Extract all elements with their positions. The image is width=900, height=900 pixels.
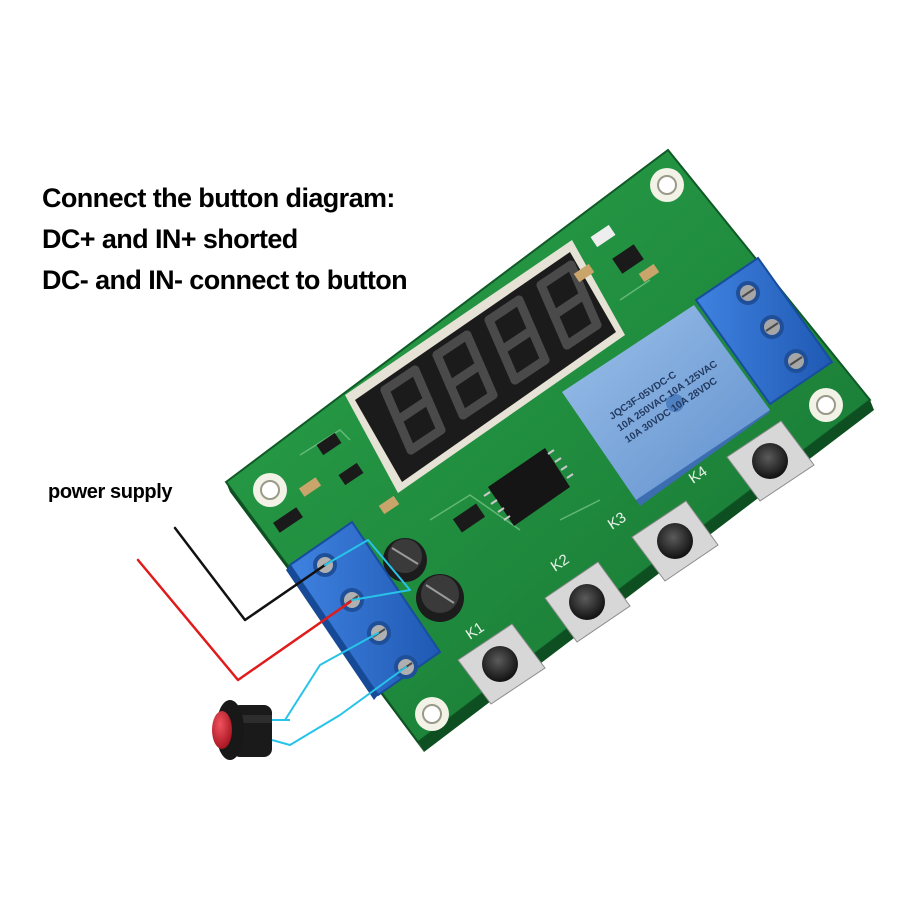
relay: JQC3F-05VDC-C 10A 250VAC 10A 125VAC 10A … <box>562 305 770 506</box>
power-supply-label: power supply <box>48 481 173 503</box>
button-k3 <box>631 500 719 582</box>
display-digit-4 <box>536 260 602 350</box>
button-k4 <box>726 420 815 502</box>
output-terminal-block <box>694 256 834 406</box>
button-k2 <box>544 561 631 643</box>
display-digit-1 <box>380 365 446 455</box>
black-wire <box>173 526 327 622</box>
led-display <box>345 240 625 493</box>
button-k1 <box>457 623 546 705</box>
red-wire <box>136 558 352 682</box>
mounting-holes <box>253 168 843 731</box>
input-terminal-block <box>286 520 442 700</box>
caption-line-2: DC+ and IN+ shorted <box>42 224 298 254</box>
caption-line-3: DC- and IN- connect to button <box>42 265 408 295</box>
smd-components <box>273 224 660 533</box>
display-digit-2 <box>432 330 498 420</box>
jumper-wire <box>324 539 411 601</box>
ic-chip <box>483 448 574 526</box>
button-wire-1 <box>284 632 379 721</box>
display-digit-3 <box>484 295 550 385</box>
instruction-caption: Connect the button diagram: DC+ and IN+ … <box>42 178 408 301</box>
caption-line-1: Connect the button diagram: <box>42 183 395 213</box>
button-wire-2 <box>289 666 407 746</box>
capacitors <box>383 538 464 622</box>
red-push-button <box>212 700 291 760</box>
tactile-buttons <box>457 420 815 705</box>
wiring <box>136 526 411 746</box>
